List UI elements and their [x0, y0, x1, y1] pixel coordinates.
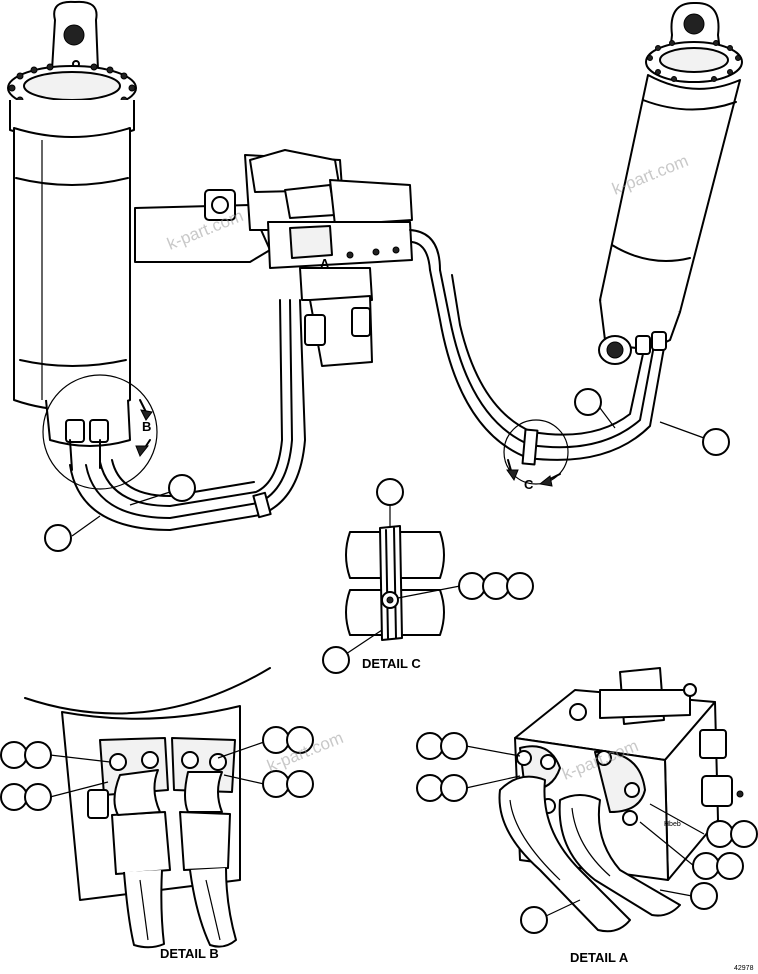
detail-a-view: Hbeb DETAIL A: [416, 667, 758, 965]
detail-a-caption: DETAIL A: [570, 950, 629, 965]
detail-b-indicator: B: [42, 374, 158, 490]
detail-b-callouts: [0, 726, 314, 811]
detail-c-indicator: C: [503, 419, 569, 492]
detail-a-callouts: [416, 732, 758, 934]
detail-b-marker: B: [142, 419, 151, 434]
figure-number: 42978: [734, 965, 754, 972]
main-view-callouts: [44, 388, 730, 552]
left-hydraulic-cylinder: [7, 0, 137, 471]
detail-c-view: DETAIL C: [322, 478, 534, 674]
detail-c-caption: DETAIL C: [362, 656, 421, 671]
detail-a-plate-text: Hbeb: [664, 821, 681, 828]
detail-b-caption: DETAIL B: [160, 946, 219, 961]
left-hydraulic-hoses: [69, 299, 306, 531]
detail-a-marker: A: [320, 256, 330, 271]
detail-b-view: DETAIL B: [0, 667, 314, 961]
left-cylinder-fittings: [65, 419, 109, 471]
right-hydraulic-hoses: [429, 269, 666, 466]
control-valve-assembly: A: [134, 149, 441, 367]
detail-c-marker: C: [524, 477, 534, 492]
right-cylinder-bolt-ring: [647, 40, 741, 82]
right-hydraulic-cylinder: [598, 1, 743, 365]
